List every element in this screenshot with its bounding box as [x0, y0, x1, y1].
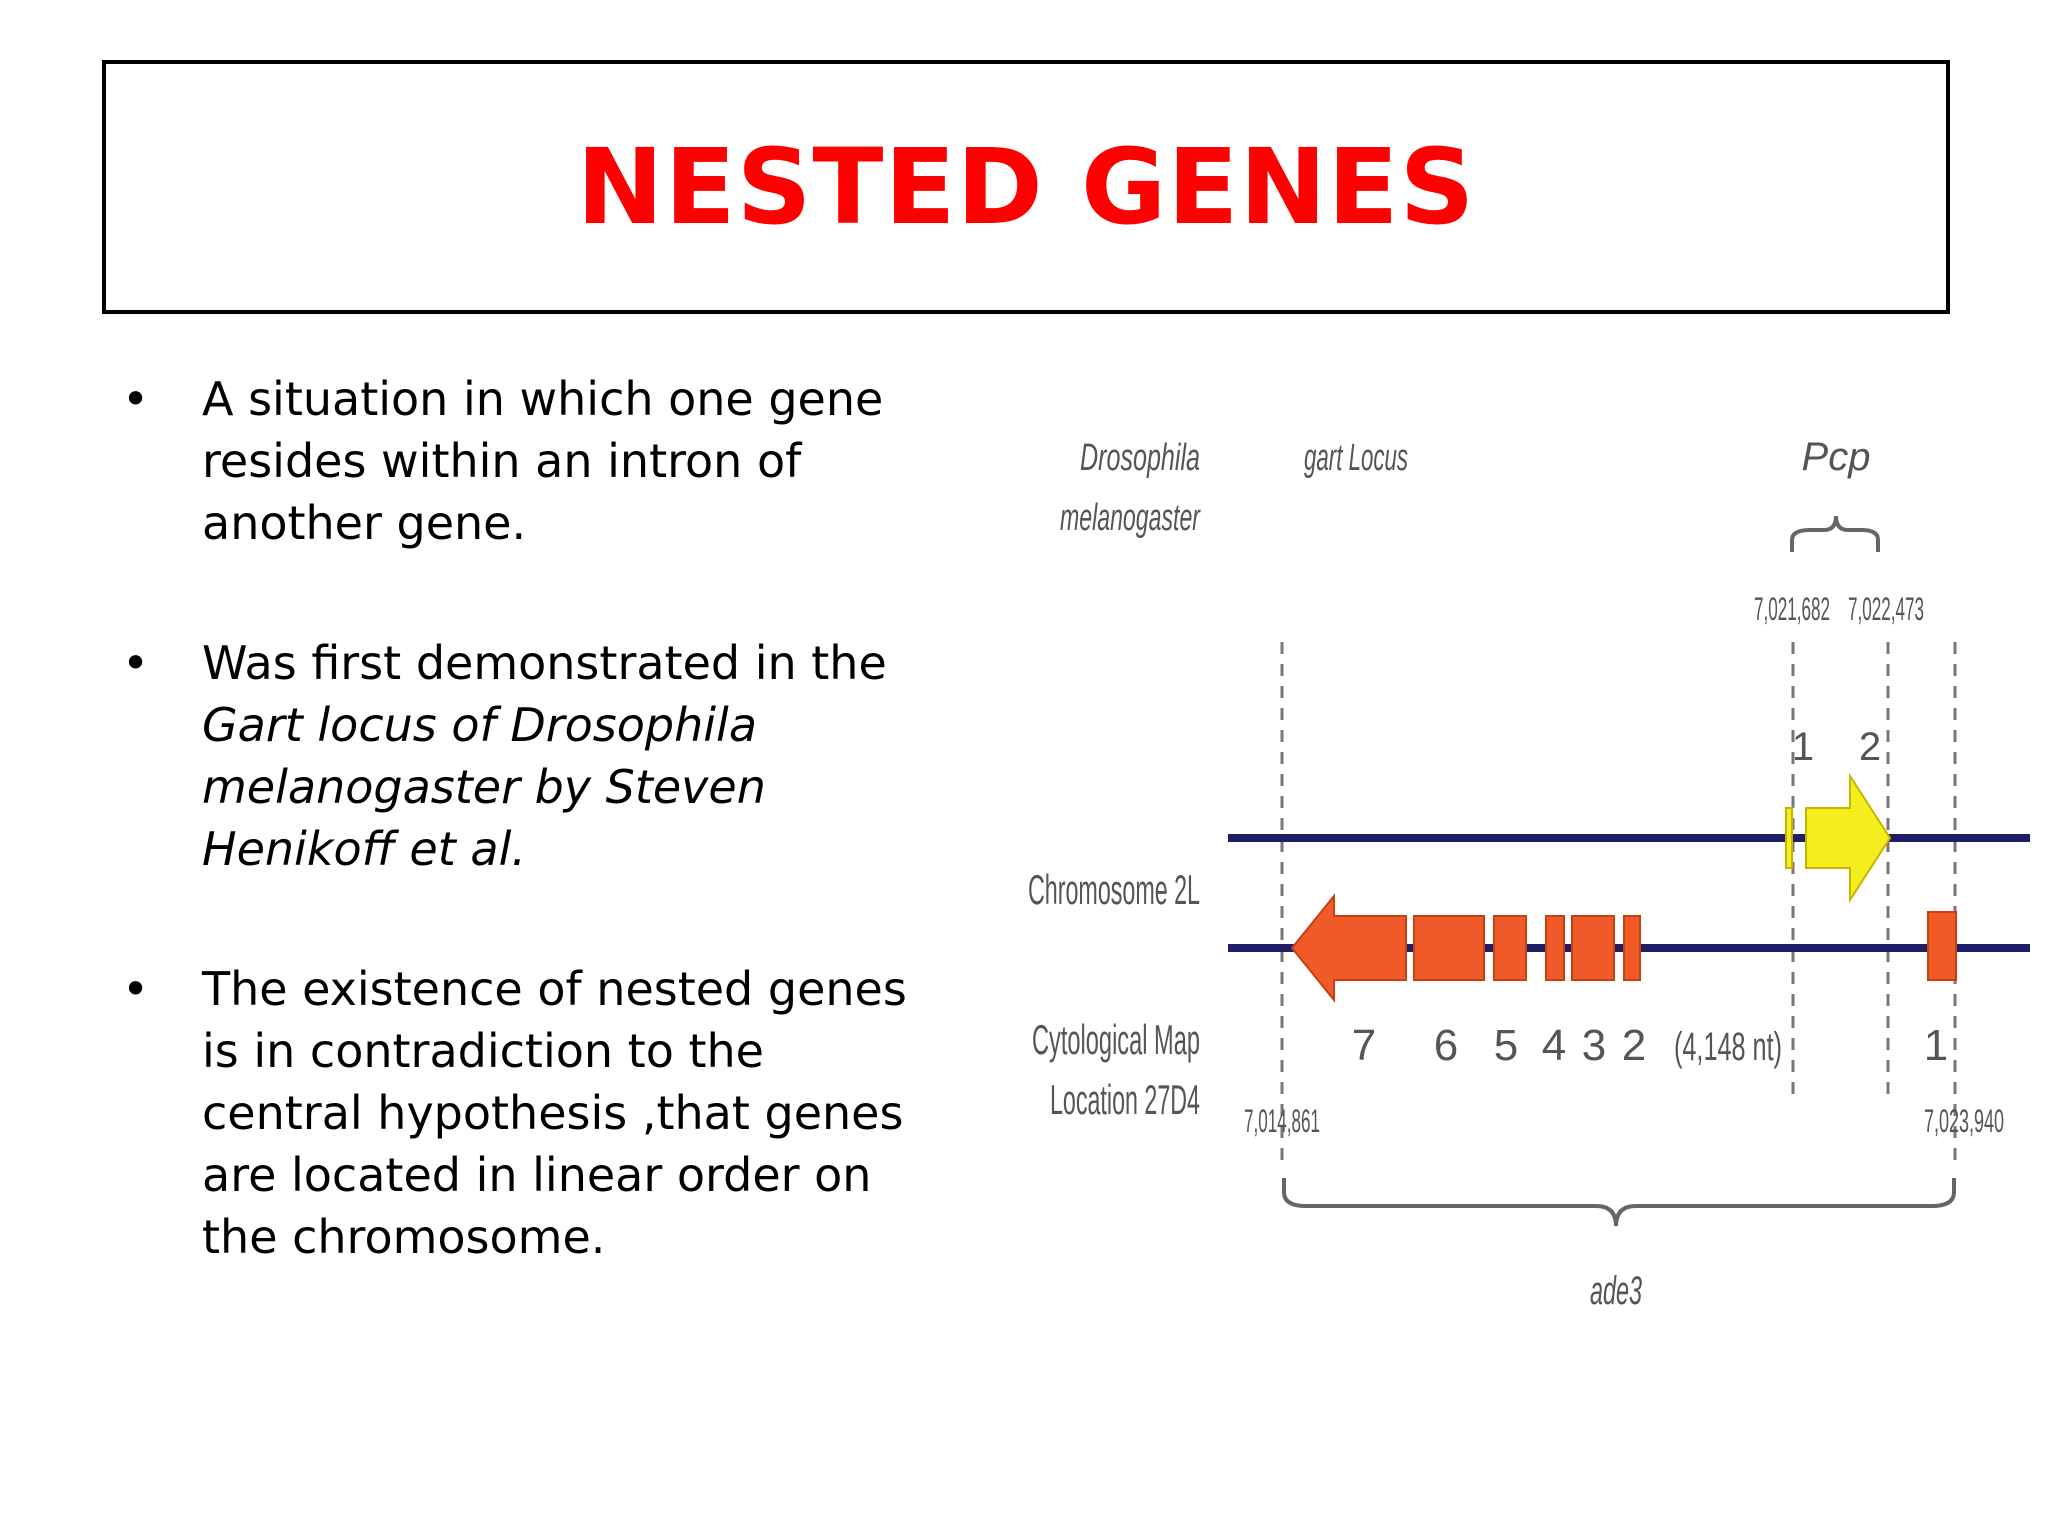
pcp-exon-1 — [1785, 807, 1793, 869]
bullet-text: The existence of nested genes is in cont… — [202, 962, 907, 1264]
slide-title: NESTED GENES — [576, 126, 1476, 248]
title-box: NESTED GENES — [102, 60, 1950, 314]
gart-exon-5 — [1493, 915, 1527, 981]
gart-locus-diagram: Drosophila melanogaster gart Locus Pcp 7… — [1028, 435, 2030, 1313]
exon-number-4: 4 — [1542, 1021, 1566, 1070]
pcp-gene-arrow — [1805, 772, 1892, 904]
bullet-text-italic: Gart locus of Drosophila melanogaster by… — [202, 698, 766, 876]
exon-number-2: 2 — [1622, 1021, 1646, 1070]
pcp-exon-2-label: 2 — [1859, 725, 1881, 769]
gart-exon-6 — [1413, 915, 1485, 981]
pcp-exon-1-label: 1 — [1792, 725, 1814, 769]
bullet-text: Was first demonstrated in the — [202, 636, 887, 690]
gart-exon-4 — [1545, 915, 1565, 981]
pcp-label: Pcp — [1802, 435, 1871, 479]
chromosome-label: Chromosome 2L — [1028, 866, 1200, 913]
bullet-item: • Was first demonstrated in the Gart loc… — [120, 632, 920, 880]
ade3-brace — [1282, 1178, 1956, 1227]
gart-exon-3 — [1571, 915, 1615, 981]
pcp-start-coord: 7,021,682 — [1754, 591, 1830, 627]
exon-number-5: 5 — [1494, 1021, 1518, 1070]
bullet-dot: • — [122, 636, 150, 690]
locus-label: gart Locus — [1304, 437, 1408, 479]
bullet-text: A situation in which one gene resides wi… — [202, 372, 884, 550]
guide-lines — [1280, 642, 1957, 1160]
bullet-item: • A situation in which one gene resides … — [120, 368, 920, 554]
species-label-line1: Drosophila — [1080, 437, 1200, 479]
cyto-map-label-line2: Location 27D4 — [1050, 1076, 1200, 1123]
gart-end-coord: 7,023,940 — [1924, 1103, 2004, 1139]
bullet-dot: • — [122, 962, 150, 1016]
pcp-end-coord: 7,022,473 — [1848, 591, 1924, 627]
gart-exon-1 — [1927, 911, 1957, 981]
bullet-item: • The existence of nested genes is in co… — [120, 958, 920, 1268]
bullet-dot: • — [122, 372, 150, 426]
species-label-line2: melanogaster — [1060, 497, 1201, 539]
gart-start-coord: 7,014,861 — [1244, 1103, 1320, 1139]
bullet-list: • A situation in which one gene resides … — [120, 368, 920, 1346]
exon-number-7: 7 — [1352, 1021, 1376, 1070]
exon-number-1: 1 — [1924, 1021, 1948, 1070]
exon-number-3: 3 — [1582, 1021, 1606, 1070]
pcp-brace — [1790, 515, 1880, 552]
intron-size-label: (4,148 nt) — [1674, 1025, 1782, 1069]
gene-label-ade3: ade3 — [1590, 1269, 1642, 1313]
exon-number-6: 6 — [1434, 1021, 1458, 1070]
gart-exon-2 — [1623, 915, 1641, 981]
gart-exon-7-arrow — [1290, 893, 1407, 1003]
cyto-map-label-line1: Cytological Map — [1032, 1016, 1200, 1063]
